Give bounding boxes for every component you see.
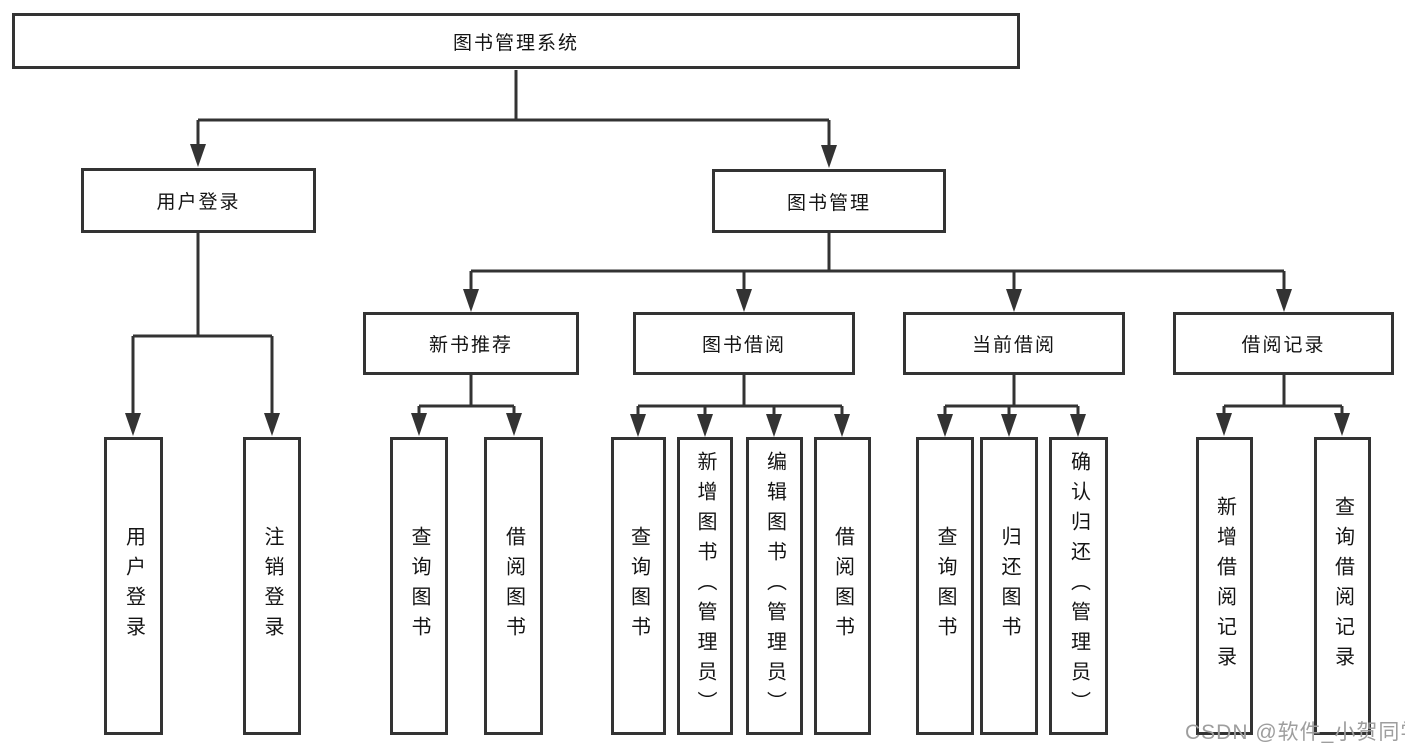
node-book-management: 图书管理 — [712, 169, 946, 233]
connector-currentborrow-to-leaves — [943, 375, 1080, 416]
leaf-borrow-edit-book-admin: 编辑图书（管理员） — [746, 437, 803, 735]
node-label: 用户登录 — [122, 526, 145, 646]
arrowhead — [1070, 414, 1086, 437]
node-label: 用户登录 — [156, 192, 241, 213]
leaf-borrow-borrow-book: 借阅图书 — [814, 437, 871, 735]
leaf-current-confirm-return-admin: 确认归还（管理员） — [1049, 437, 1108, 735]
arrowhead — [1006, 289, 1022, 312]
leaf-current-query-book: 查询图书 — [916, 437, 974, 735]
connector-userlogin-to-leaves — [131, 233, 274, 415]
leaf-newbook-query-book: 查询图书 — [390, 437, 448, 735]
arrowhead — [1276, 289, 1292, 312]
node-borrow-record: 借阅记录 — [1173, 312, 1394, 375]
node-current-borrow: 当前借阅 — [903, 312, 1125, 375]
leaf-record-query-borrow-record: 查询借阅记录 — [1314, 437, 1371, 735]
node-label: 编辑图书（管理员） — [763, 451, 786, 721]
node-label: 图书管理 — [786, 192, 871, 214]
connector-newbook-to-leaves — [417, 375, 516, 415]
node-label: 查询图书 — [408, 526, 430, 646]
leaf-borrow-add-book-admin: 新增图书（管理员） — [677, 437, 733, 735]
node-new-book-recommend: 新书推荐 — [363, 312, 579, 375]
arrowhead — [937, 414, 953, 437]
connector-root-to-level2 — [196, 70, 831, 147]
node-root-system: 图书管理系统 — [12, 13, 1020, 69]
node-label: 确认归还（管理员） — [1067, 451, 1090, 721]
node-label: 图书借阅 — [701, 335, 786, 356]
leaf-record-add-borrow-record: 新增借阅记录 — [1196, 437, 1253, 735]
node-user-login: 用户登录 — [81, 168, 316, 233]
node-label: 借阅记录 — [1241, 335, 1326, 356]
arrowhead — [766, 414, 782, 437]
connector-bookborrow-to-leaves — [636, 375, 844, 416]
node-label: 归还图书 — [998, 526, 1020, 646]
node-label: 查询图书 — [627, 526, 650, 646]
leaf-borrow-query-book: 查询图书 — [611, 437, 666, 735]
node-label: 借阅图书 — [831, 526, 854, 646]
node-label: 新增图书（管理员） — [694, 451, 716, 721]
node-label: 借阅图书 — [502, 526, 525, 646]
node-label: 当前借阅 — [971, 335, 1056, 356]
node-label: 查询图书 — [934, 526, 956, 646]
arrowhead — [506, 413, 522, 436]
node-book-borrow: 图书借阅 — [633, 312, 855, 375]
leaf-newbook-borrow-book: 借阅图书 — [484, 437, 543, 735]
connector-bookmgmt-to-level3 — [469, 233, 1286, 291]
node-label: 图书管理系统 — [452, 32, 579, 54]
leaf-logout-login: 注销登录 — [243, 437, 301, 735]
arrowhead — [264, 413, 280, 436]
arrowhead — [834, 414, 850, 437]
arrowhead — [1001, 414, 1017, 437]
arrowhead — [1216, 413, 1232, 436]
arrowhead — [736, 289, 752, 312]
node-label: 新增借阅记录 — [1213, 496, 1236, 676]
arrowhead — [1334, 413, 1350, 436]
leaf-current-return-book: 归还图书 — [980, 437, 1038, 735]
connector-borrowrecord-to-leaves — [1222, 375, 1344, 415]
node-label: 新书推荐 — [428, 335, 513, 356]
csdn-watermark: CSDN @软件_小贺同学 — [1185, 721, 1405, 744]
arrowhead — [697, 414, 713, 437]
leaf-user-login: 用户登录 — [104, 437, 163, 735]
arrowhead — [821, 145, 837, 168]
arrowhead — [630, 414, 646, 437]
node-label: 注销登录 — [261, 526, 283, 646]
node-label: 查询借阅记录 — [1331, 496, 1354, 676]
arrowhead — [411, 413, 427, 436]
arrowhead — [463, 289, 479, 312]
arrowhead — [125, 413, 141, 436]
arrowhead — [190, 144, 206, 167]
